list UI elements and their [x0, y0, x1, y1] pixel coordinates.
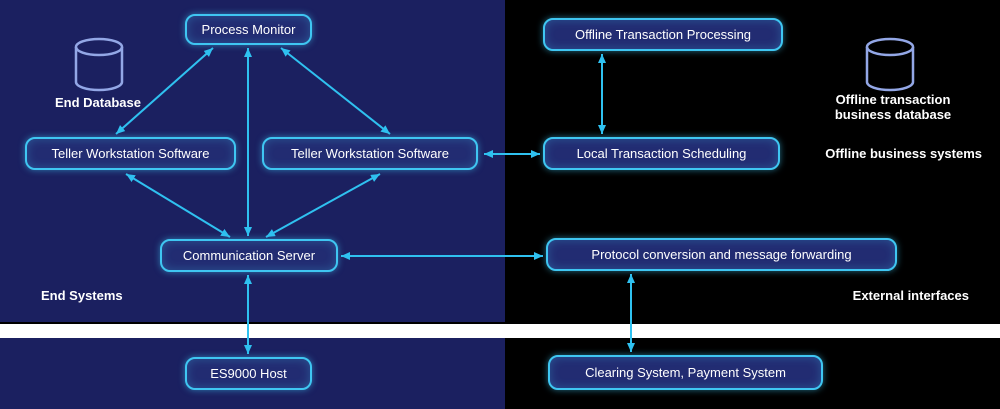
label-offline-business-systems: Offline business systems	[825, 146, 982, 161]
database-icon	[865, 37, 915, 92]
node-communication-server: Communication Server	[160, 239, 338, 272]
label-external-interfaces: External interfaces	[852, 288, 969, 303]
node-process-monitor: Process Monitor	[185, 14, 312, 45]
node-protocol-conversion: Protocol conversion and message forwardi…	[546, 238, 897, 271]
node-clearing-payment-system: Clearing System, Payment System	[548, 355, 823, 390]
node-teller-workstation-left: Teller Workstation Software	[25, 137, 236, 170]
database-icon	[74, 37, 124, 92]
label-offline-business-database: Offline transaction business database	[834, 92, 952, 122]
panel-external-interfaces	[0, 223, 480, 322]
label-end-database: End Database	[55, 95, 141, 110]
node-offline-transaction-processing: Offline Transaction Processing	[543, 18, 783, 51]
separator-stripe	[0, 324, 1000, 338]
node-es9000-host: ES9000 Host	[185, 357, 312, 390]
label-end-systems: End Systems	[41, 288, 123, 303]
node-teller-workstation-right: Teller Workstation Software	[262, 137, 478, 170]
node-local-transaction-scheduling: Local Transaction Scheduling	[543, 137, 780, 170]
